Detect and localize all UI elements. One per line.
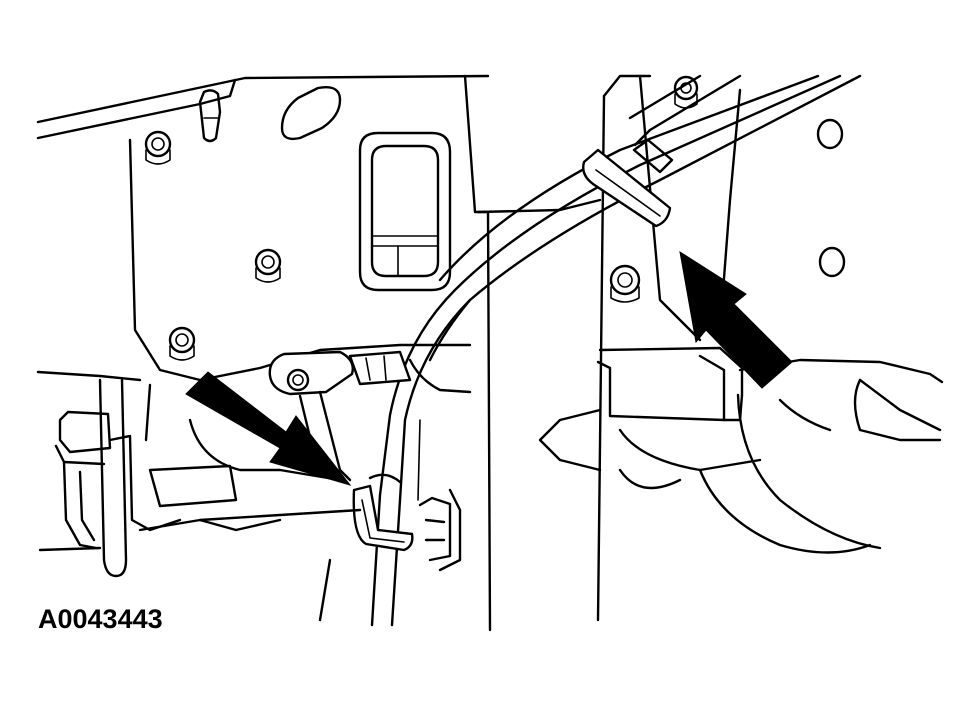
lower-left-tubes (38, 378, 362, 578)
figure-id-label: A0043443 (38, 604, 163, 634)
wheel-arch (618, 393, 882, 554)
upper-hose-clip (582, 138, 674, 228)
center-structure (318, 358, 472, 622)
right-bracket (538, 346, 944, 472)
bracket-assembly (268, 350, 412, 482)
window-opening (358, 131, 452, 292)
nut-icon (144, 130, 172, 165)
fasteners (144, 75, 846, 361)
arrow-upper-right (679, 250, 793, 389)
nut-icon (609, 264, 641, 303)
nut-icon (673, 75, 699, 109)
body-panel (36, 74, 742, 632)
arrow-lower-left (185, 371, 352, 486)
nut-icon (168, 326, 196, 361)
oval-slot (280, 86, 342, 141)
lower-hose-clip (352, 473, 414, 552)
pin-icon (198, 89, 222, 143)
bolt-icon (816, 118, 846, 278)
nut-icon (254, 248, 282, 283)
